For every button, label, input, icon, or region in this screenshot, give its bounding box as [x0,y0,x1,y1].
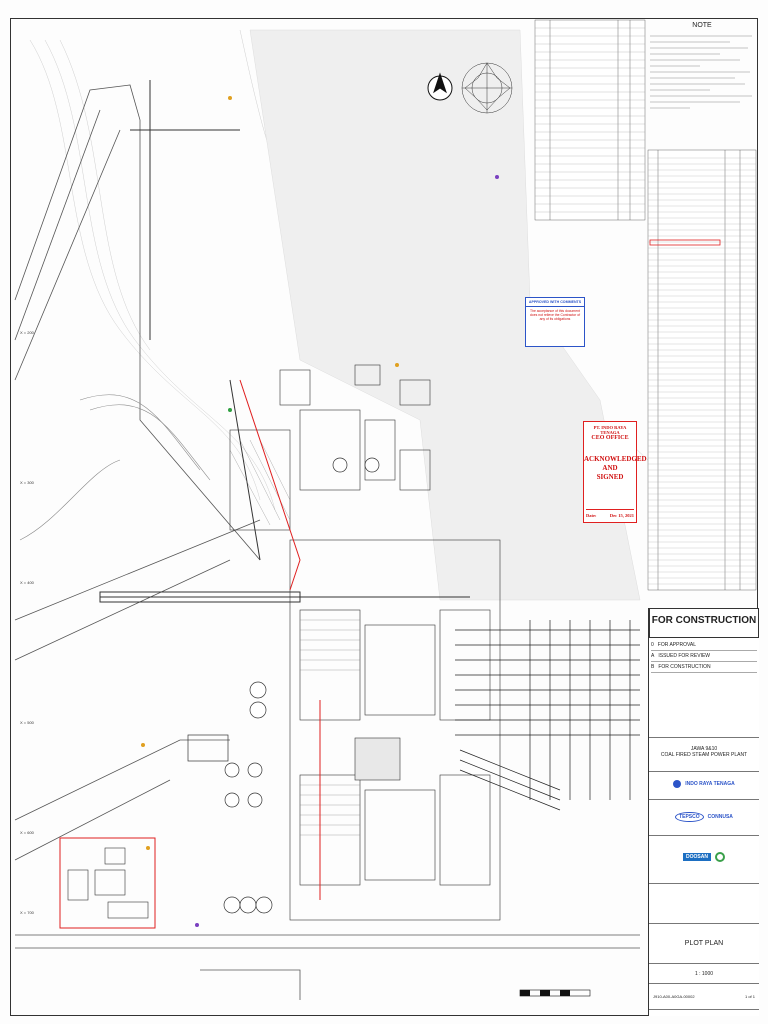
revision-text: FOR APPROVAL [657,642,697,648]
stamp-line-3: SIGNED [596,473,624,481]
project-name: JAWA 9&10 COAL FIRED STEAM POWER PLANT [649,738,759,772]
approval-stamp: APPROVED WITH COMMENTS The acceptance of… [525,297,585,347]
stamp-office: CEO OFFICE [591,435,629,441]
revision-number: 0 [651,642,654,648]
drawing-number-row: J910-A00-A0GA-00002 1 of 1 [649,984,759,1010]
grid-label: X = 300 [20,480,34,485]
owner-logo-icon [673,780,682,788]
owner-block: INDO RAYA TENAGA [649,772,759,800]
revision-row: B FOR CONSTRUCTION [651,662,757,673]
empty-block [649,884,759,924]
stamp-line-2: AND [602,464,618,472]
acknowledged-stamp: PT. INDO RAYA TENAGA CEO OFFICE ACKNOWLE… [583,421,647,523]
grid-label: X = 700 [20,910,34,915]
grid-label: X = 500 [20,720,34,725]
drawing-frame [10,18,758,1016]
scale-row: 1 : 1000 [649,964,759,984]
grid-label: X = 600 [20,830,34,835]
consultant-block: TEPSCO CONNUSA [649,800,759,836]
revision-number: A [651,653,655,659]
contractor-logo: DOOSAN [683,853,711,861]
approval-stamp-title: APPROVED WITH COMMENTS [526,298,584,307]
stamp-date-label: Date: [586,513,597,518]
approval-stamp-note: The acceptance of this document does not… [529,309,581,321]
contractor2-logo-icon [714,852,725,862]
project-line-2: COAL FIRED STEAM POWER PLANT [660,752,748,758]
contractor-block: DOOSAN [649,836,759,884]
stamp-line-1: ACKNOWLEDGED [584,455,647,463]
drawing-title: PLOT PLAN [649,924,759,964]
project-line-1: JAWA 9&10 [690,746,718,752]
revision-number: B [651,664,655,670]
owner-name: INDO RAYA TENAGA [685,781,735,787]
drawing-number: J910-A00-A0GA-00002 [653,994,695,999]
sheet-number: 1 of 1 [744,994,755,999]
revision-text: FOR CONSTRUCTION [658,664,711,670]
revision-table: 0 FOR APPROVAL A ISSUED FOR REVIEW B FOR… [649,638,759,738]
revision-row: A ISSUED FOR REVIEW [651,651,757,662]
scale-value: 1 : 1000 [694,970,714,977]
title-block: FOR CONSTRUCTION 0 FOR APPROVAL A ISSUED… [648,608,759,1016]
stamp-date-value: Dec 15, 2021 [609,513,634,518]
grid-label: X = 200 [20,330,34,335]
revision-text: ISSUED FOR REVIEW [658,653,711,659]
grid-label: X = 400 [20,580,34,585]
revision-row: 0 FOR APPROVAL [651,640,757,651]
consultant2-logo: CONNUSA [707,814,733,820]
status-stamp: FOR CONSTRUCTION [649,608,759,638]
notes-heading: NOTE [692,22,712,29]
consultant-logo: TEPSCO [675,812,704,822]
stamp-company: PT. INDO RAYA TENAGA [593,425,627,435]
